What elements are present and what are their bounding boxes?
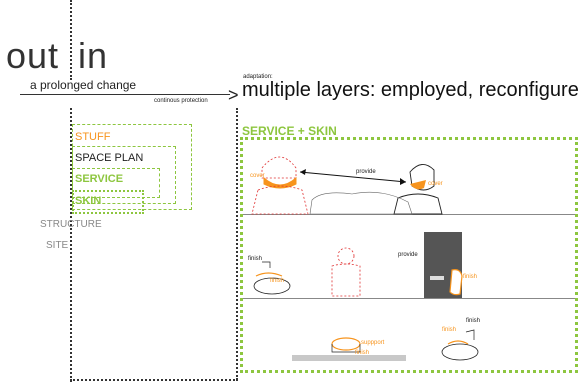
person-right-figure	[393, 164, 443, 215]
stuff-label: STUFF	[75, 131, 111, 143]
skin-layer-box	[72, 190, 144, 214]
change-label: a prolonged change	[30, 78, 137, 92]
person-left-figure	[251, 156, 309, 215]
panel-title: SERVICE + SKIN	[242, 124, 337, 138]
layers-title: multiple layers: employed, reconfigured	[242, 79, 579, 101]
finish-left-top-label: finish	[248, 256, 263, 262]
bottom-dotted-line	[70, 379, 238, 381]
in-label: in	[78, 35, 109, 76]
basin-right-figure	[441, 329, 479, 361]
finish-left-bottom-label: finish	[270, 278, 285, 284]
support-object	[331, 337, 361, 353]
finish-right-bottom-label: finish	[442, 327, 457, 333]
scene-divider-1	[243, 214, 575, 215]
finish-right-label: finish	[463, 274, 478, 280]
change-arrow-line	[20, 94, 230, 95]
panel-left-dotted-line	[236, 108, 238, 380]
service-label: SERVICE	[75, 173, 124, 185]
cover-left-label: cover	[250, 173, 265, 179]
skin-label: SKIN	[75, 195, 102, 207]
provide-label-2: provide	[398, 252, 418, 258]
divider-dotted-line-bottom	[70, 108, 72, 382]
finish-right-top-label: finish	[466, 318, 481, 324]
basin-left-figure	[253, 261, 291, 295]
person-middle-figure	[331, 247, 361, 297]
scene-divider-2	[243, 298, 575, 299]
support-surface	[292, 355, 406, 361]
protection-label: continous protection	[154, 98, 208, 104]
finish-center-label: finish	[355, 350, 370, 356]
arrow-chevron-icon: >	[228, 85, 239, 105]
hand-on-door	[449, 269, 463, 296]
provide-label-1: provide	[356, 169, 376, 175]
support-label: suppport	[361, 340, 385, 346]
service-layer-box	[72, 168, 160, 198]
service-skin-panel	[240, 137, 578, 373]
space-plan-label: SPACE PLAN	[75, 152, 144, 164]
adaptation-label: adaptation:	[243, 74, 273, 80]
cover-right-label: cover	[428, 181, 443, 187]
divider-dotted-line-top	[70, 0, 72, 80]
out-label: out	[6, 35, 60, 76]
site-label: SITE	[46, 240, 69, 251]
structure-label: STRUCTURE	[40, 219, 102, 230]
